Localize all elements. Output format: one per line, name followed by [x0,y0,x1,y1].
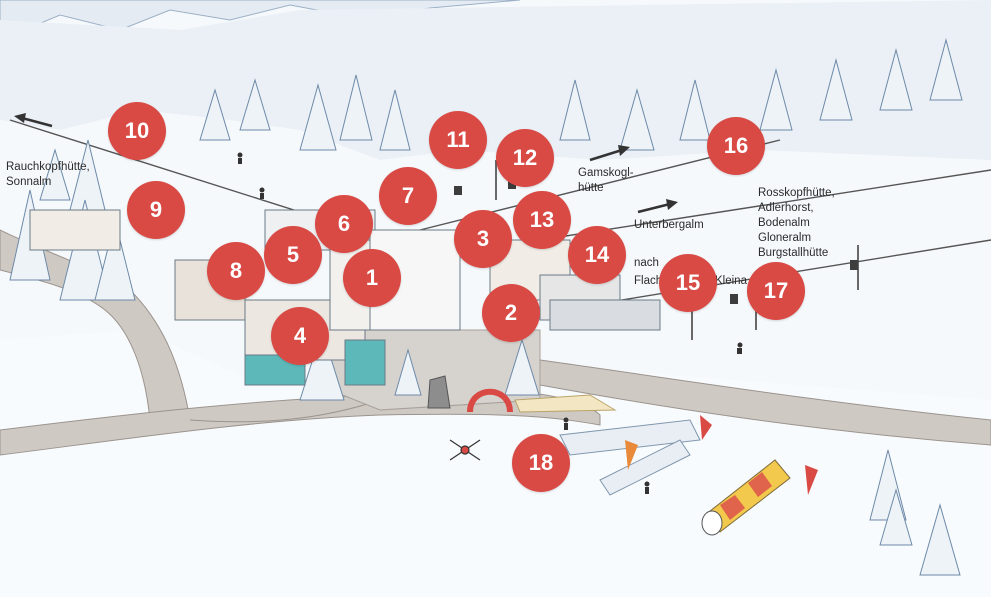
marker-3[interactable]: 3 [454,210,512,268]
road-east [539,359,991,446]
marker-9[interactable]: 9 [127,181,185,239]
flag-icon [625,440,638,470]
learning-tunnel [701,459,791,536]
label-flach: Flach [634,275,663,287]
marker-1[interactable]: 1 [343,249,401,307]
marker-10[interactable]: 10 [108,102,166,160]
arrow-icon [14,113,53,128]
marker-12[interactable]: 12 [496,129,554,187]
label-kleina: Kleina [715,275,747,287]
road-connector [189,399,381,423]
gondola-icon [454,180,858,304]
monument [427,375,451,409]
label-rauchkopfhuette: Rauchkopfhütte,Sonnalm [6,161,90,188]
magic-carpet-upper [559,419,701,456]
marker-11[interactable]: 11 [429,111,487,169]
flag-icon [805,465,818,495]
marker-5[interactable]: 5 [264,226,322,284]
marker-18[interactable]: 18 [512,434,570,492]
marker-16[interactable]: 16 [707,117,765,175]
marker-4[interactable]: 4 [271,307,329,365]
marker-15[interactable]: 15 [659,254,717,312]
marker-14[interactable]: 14 [568,226,626,284]
marker-13[interactable]: 13 [513,191,571,249]
marker-17[interactable]: 17 [747,262,805,320]
magic-carpet-lower [599,439,691,496]
marker-2[interactable]: 2 [482,284,540,342]
sled-ramp [514,394,617,413]
flag-icon [700,415,712,440]
marker-8[interactable]: 8 [207,242,265,300]
arrow-icon [637,199,678,214]
skier-icon [237,152,743,494]
arrow-icon [589,145,630,162]
start-arch [467,388,513,413]
marker-6[interactable]: 6 [315,195,373,253]
lift-line-unterberg [539,169,991,241]
drone-icon [449,439,481,461]
label-nach: nach [634,257,659,269]
label-unterbergalm: Unterbergalm [634,219,704,231]
label-gamskoglhuette: Gamskogl-hütte [578,167,634,194]
marker-7[interactable]: 7 [379,167,437,225]
